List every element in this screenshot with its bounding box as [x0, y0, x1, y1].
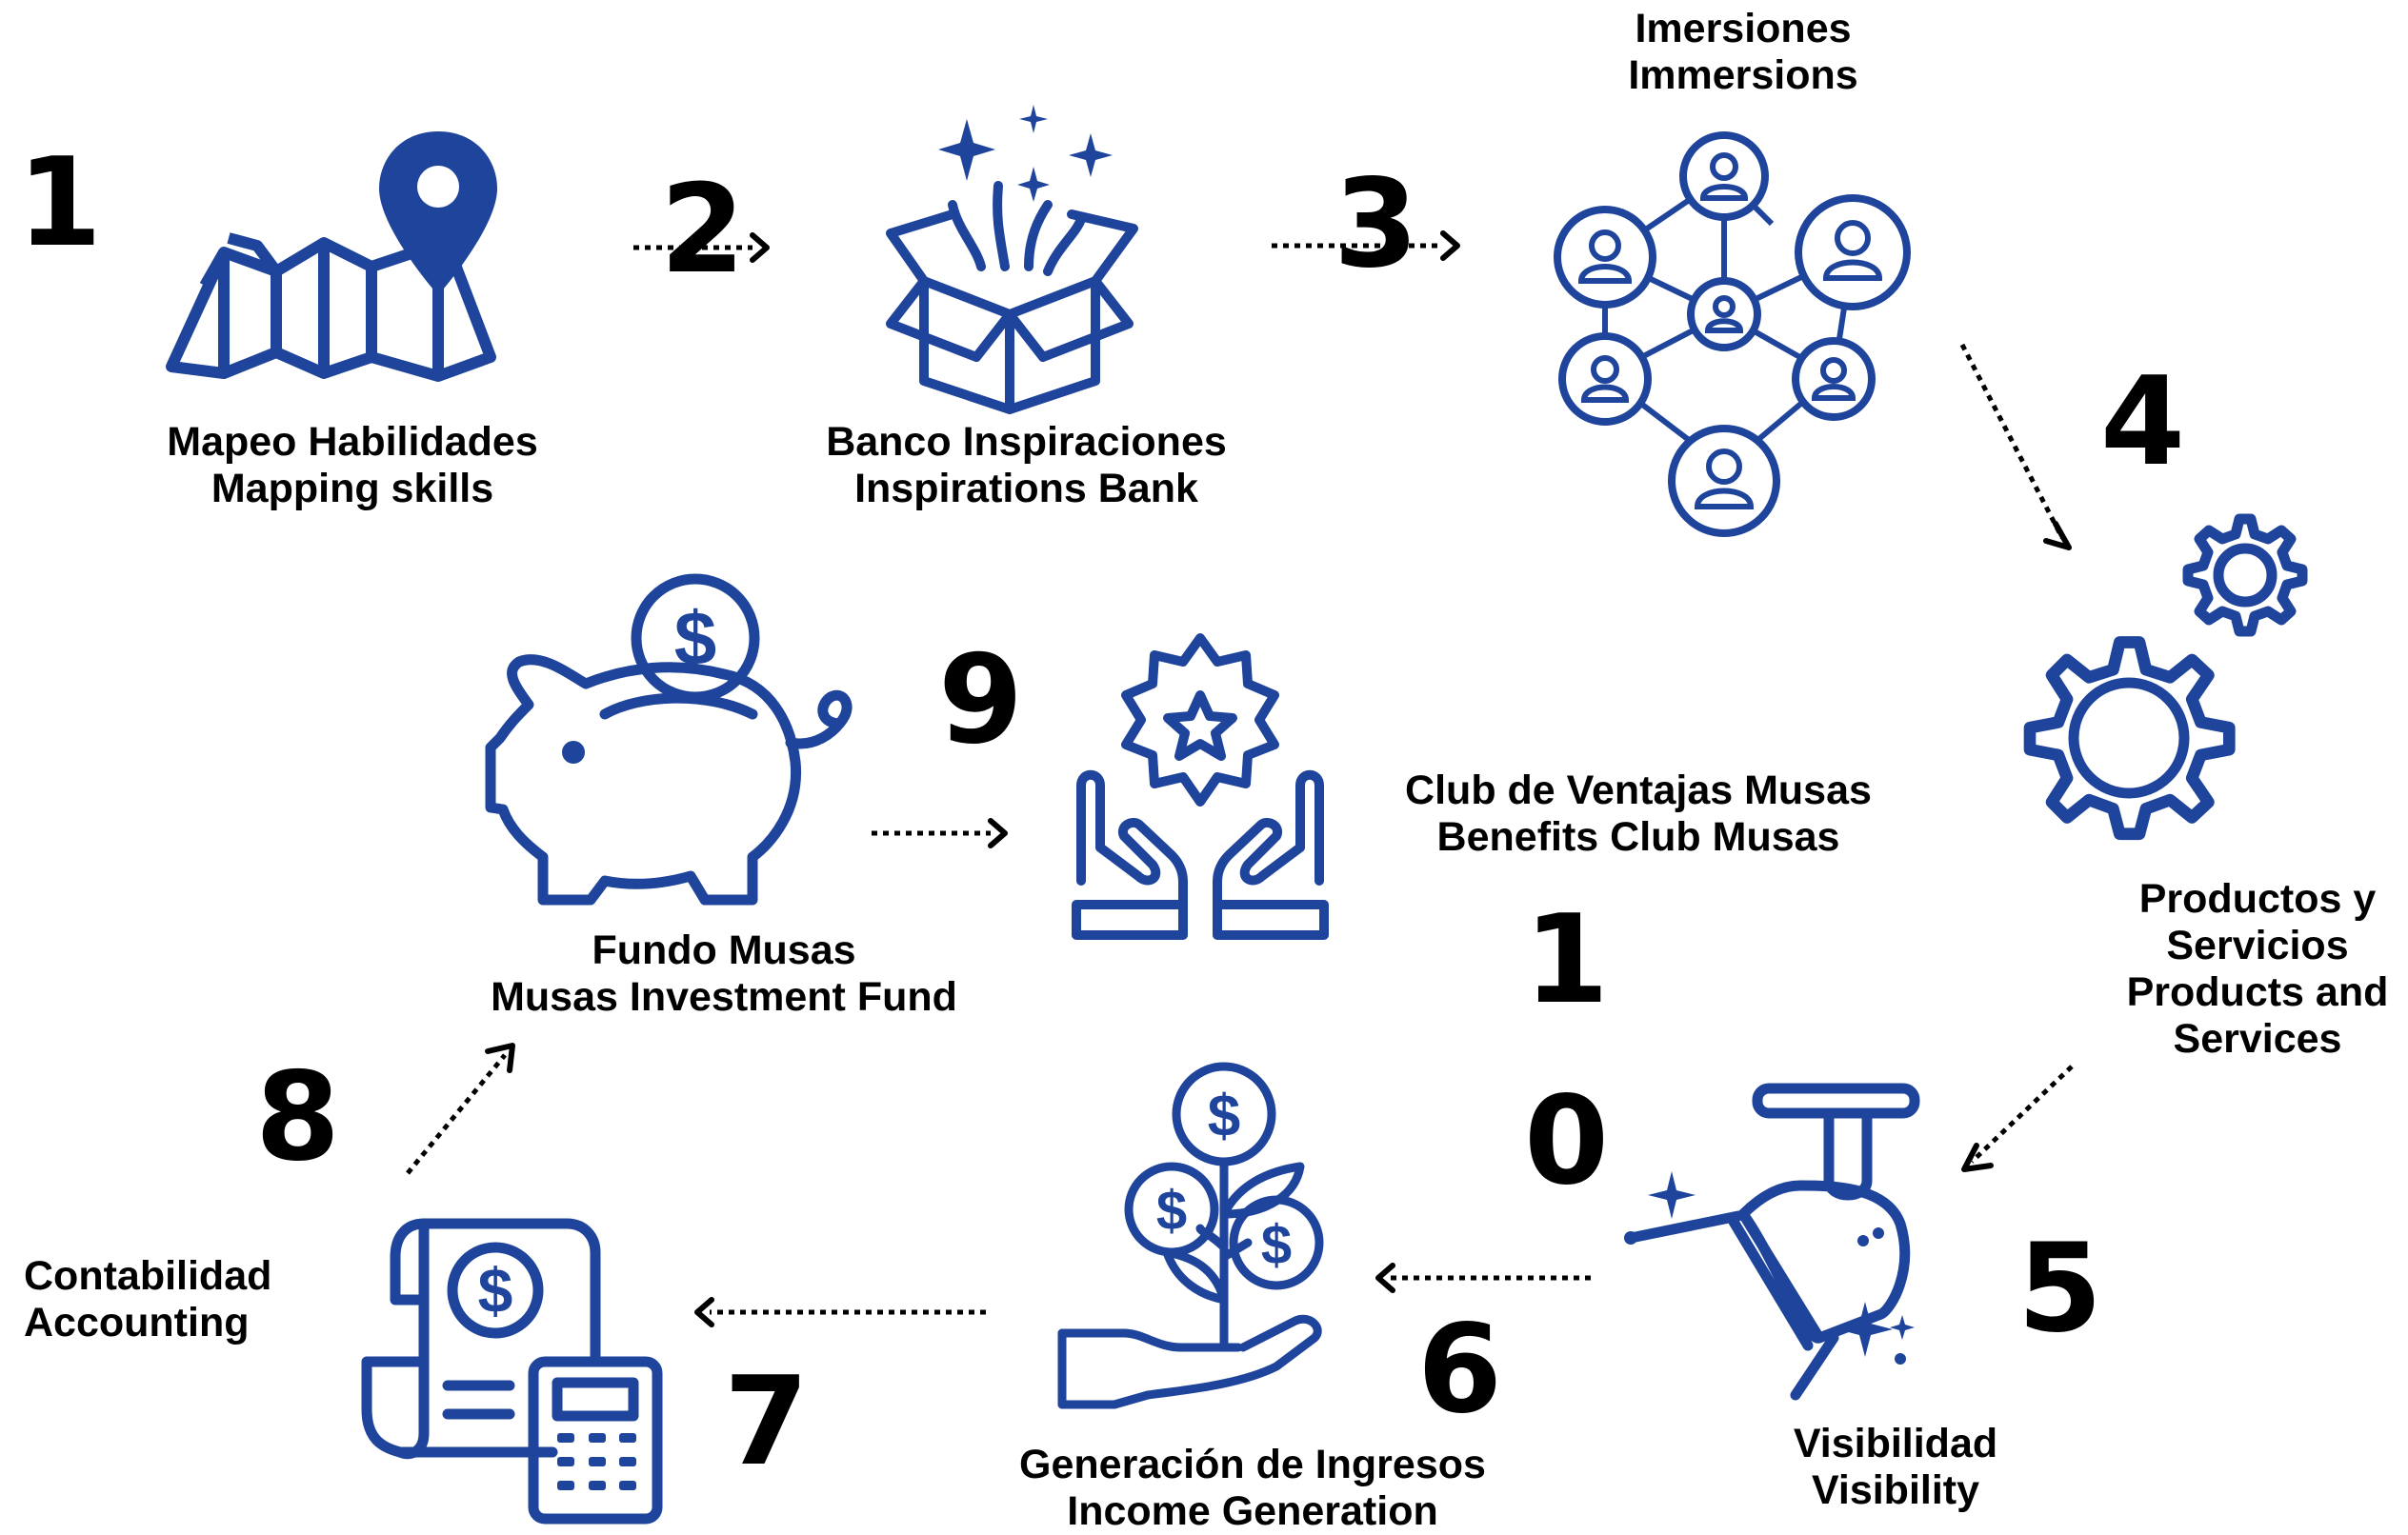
arrowhead-2-to-3 — [1440, 230, 1460, 261]
label-en-2: Services — [2173, 1016, 2342, 1062]
step-number-5: 5 — [2017, 1218, 2103, 1360]
step-number-10-tens: 1 — [1524, 889, 1610, 1031]
label-immersions: Imersiones Immersions — [1562, 6, 1924, 99]
invoice-calculator-icon: $ — [361, 1218, 663, 1525]
label-es: Visibilidad — [1793, 1421, 1998, 1466]
label-en-1: Products and — [2126, 969, 2389, 1015]
label-en: Visibility — [1811, 1467, 1980, 1513]
open-box-sparkles-icon — [886, 105, 1138, 414]
step-number-10-units: 0 — [1524, 1070, 1610, 1212]
label-mapping-skills: Mapeo Habilidades Mapping skills — [143, 419, 562, 512]
label-accounting: Contabilidad Accounting — [24, 1253, 310, 1346]
arrow-4-to-5-line — [1970, 1065, 2074, 1164]
arrow-7-to-8-line — [406, 1053, 507, 1175]
label-visibility: Visibilidad Visibility — [1705, 1421, 2086, 1514]
gears-icon — [2023, 513, 2308, 841]
label-en: Musas Investment Fund — [491, 974, 957, 1020]
label-es: Fundo Musas — [592, 927, 856, 973]
svg-text:$: $ — [674, 596, 717, 681]
step-number-9: 9 — [938, 629, 1024, 771]
arrowhead-6-to-7 — [694, 1297, 714, 1327]
label-investment-fund: Fundo Musas Musas Investment Fund — [457, 927, 991, 1021]
label-es: Generación de Ingresos — [1019, 1442, 1486, 1487]
spotlight-hand-icon — [1624, 1083, 1920, 1401]
arrowhead-4-to-5 — [1961, 1143, 1994, 1172]
label-en: Benefits Club Musas — [1436, 814, 1840, 860]
svg-text:$: $ — [1156, 1180, 1187, 1242]
label-es: Imersiones — [1635, 6, 1852, 51]
label-benefits-club: Club de Ventajas Musas Benefits Club Mus… — [1372, 768, 1905, 861]
label-en: Income Generation — [1067, 1488, 1438, 1534]
label-es-1: Productos y — [2138, 876, 2377, 922]
svg-text:$: $ — [1208, 1084, 1240, 1149]
label-es: Banco Inspiraciones — [826, 419, 1227, 465]
people-network-icon — [1554, 131, 1911, 537]
map-pin-icon — [166, 131, 497, 382]
step-number-6: 6 — [1417, 1299, 1503, 1441]
label-es-2: Servicios — [2166, 923, 2349, 968]
step-number-1: 1 — [17, 132, 103, 274]
step-number-8: 8 — [255, 1047, 341, 1188]
arrow-3-to-4-line — [1959, 343, 2065, 540]
step-number-2: 2 — [660, 159, 746, 301]
label-es: Contabilidad — [24, 1253, 272, 1299]
money-plant-hand-icon: $ $ $ — [1057, 1062, 1324, 1409]
step-number-3: 3 — [1334, 153, 1419, 295]
arrowhead-1-to-2 — [750, 232, 770, 263]
step-number-4: 4 — [2100, 351, 2186, 493]
label-es: Club de Ventajas Musas — [1405, 768, 1872, 813]
label-en: Immersions — [1628, 52, 1858, 98]
arrowhead-8-to-9 — [988, 818, 1008, 848]
hands-star-badge-icon — [1072, 633, 1329, 940]
label-en: Mapping skills — [211, 466, 494, 511]
label-inspirations-bank: Banco Inspiraciones Inspirations Bank — [800, 419, 1253, 512]
label-income-generation: Generación de Ingresos Income Generation — [991, 1442, 1515, 1535]
label-es: Mapeo Habilidades — [167, 419, 538, 465]
arrowhead-5-to-6 — [1375, 1263, 1395, 1293]
label-products-services: Productos y Servicios Products and Servi… — [2105, 876, 2408, 1063]
arrowhead-3-to-4 — [2043, 521, 2072, 550]
svg-text:$: $ — [1261, 1214, 1292, 1276]
piggy-bank-icon: $ — [485, 573, 853, 906]
step-number-7: 7 — [724, 1351, 810, 1493]
arrowhead-7-to-8 — [485, 1043, 515, 1073]
label-en: Accounting — [24, 1300, 250, 1346]
svg-text:$: $ — [478, 1255, 513, 1326]
label-en: Inspirations Bank — [854, 466, 1198, 511]
